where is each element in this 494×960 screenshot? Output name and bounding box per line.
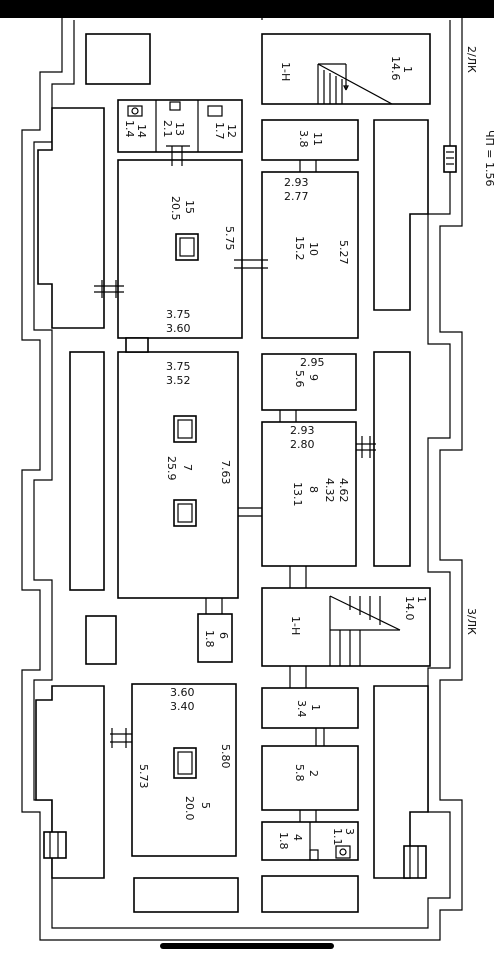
- room-7-area: 25.9: [165, 456, 178, 481]
- left-corridor-block-4: [35, 685, 105, 879]
- dim-3-40: 3.40: [170, 700, 195, 713]
- stair-mid: [261, 587, 431, 667]
- dim-7-63: 7.63: [219, 460, 232, 485]
- dim-2-93-b: 2.93: [290, 424, 315, 437]
- room-14-area: 1.4: [123, 120, 136, 138]
- room-12-number: 12: [225, 124, 238, 138]
- column-pillars: [173, 233, 199, 779]
- room-11: [261, 119, 359, 161]
- room-15-area: 20.5: [169, 196, 182, 221]
- room-9: [261, 353, 357, 411]
- room-12-area: 1.7: [213, 122, 226, 140]
- dim-4-62: 4.62: [337, 478, 350, 503]
- room-3-area: 1.1: [331, 828, 344, 846]
- stair-treads-top: [317, 63, 393, 105]
- room-5-area: 20.0: [183, 796, 196, 821]
- room-8-number: 8: [307, 486, 320, 493]
- room-3-number: 3: [343, 828, 356, 835]
- room-4-number: 4: [291, 834, 304, 841]
- room-9-area: 5.6: [293, 370, 306, 388]
- room-4-area: 1.8: [277, 832, 290, 850]
- dim-3-60-b: 3.60: [170, 686, 195, 699]
- room-1-mid-number: 1: [415, 596, 428, 603]
- right-block-3: [373, 685, 429, 879]
- dim-5-75: 5.75: [223, 226, 236, 251]
- room-11-area: 3.8: [297, 130, 310, 148]
- room-14-number: 14: [135, 124, 148, 138]
- axis-2-lk: 2/ЛК: [465, 46, 478, 73]
- dim-2-95: 2.95: [300, 356, 325, 369]
- labels: 2/ЛК ЧП = 1.56 3/ЛК 1-Н 1 14.6 14 1.4 13…: [123, 46, 494, 850]
- dim-2-80: 2.80: [290, 438, 315, 451]
- left-corridor-block-1: [37, 107, 105, 329]
- room-9-number: 9: [307, 374, 320, 381]
- room-13-number: 13: [173, 122, 186, 136]
- room-11-number: 11: [311, 132, 324, 146]
- left-block-top: [85, 33, 151, 85]
- dim-2-93-a: 2.93: [284, 176, 309, 189]
- room-1-top-area: 14.6: [389, 56, 402, 81]
- room-15-number: 15: [183, 200, 196, 214]
- stair-treads-mid: [329, 595, 401, 666]
- outer-wall-outline: [21, 14, 463, 941]
- dim-5-73: 5.73: [137, 764, 150, 789]
- room-5-number: 5: [199, 802, 212, 809]
- room-10-number: 10: [307, 242, 320, 256]
- left-block-2: [69, 351, 105, 591]
- toilet-fixtures: [127, 101, 351, 861]
- room-2-number: 2: [307, 770, 320, 777]
- room-10-area: 15.2: [293, 236, 306, 261]
- room-1-low: [261, 687, 359, 729]
- right-block-1: [373, 119, 429, 311]
- room-6: [197, 613, 233, 663]
- dim-2-77: 2.77: [284, 190, 309, 203]
- room-10: [261, 171, 359, 339]
- dim-5-27: 5.27: [337, 240, 350, 265]
- room-13-area: 2.1: [161, 120, 174, 138]
- stair-mid-label: 1-Н: [289, 616, 302, 635]
- room-1-mid-area: 14.0: [403, 596, 416, 621]
- left-block-3: [85, 615, 117, 665]
- windows: [43, 145, 457, 879]
- room-6-number: 6: [217, 632, 230, 639]
- room-1-low-area: 3.4: [295, 700, 308, 718]
- stair-top-label: 1-Н: [279, 62, 292, 81]
- home-indicator[interactable]: [160, 943, 334, 949]
- axis-3-lk: 3/ЛК: [465, 608, 478, 635]
- right-block-bottom: [261, 875, 359, 913]
- room-2-area: 5.8: [293, 764, 306, 782]
- right-block-2: [373, 351, 411, 567]
- door-openings: [94, 145, 376, 822]
- dim-4-32: 4.32: [323, 478, 336, 503]
- dim-3-52: 3.52: [166, 374, 191, 387]
- dim-5-80: 5.80: [219, 744, 232, 769]
- dim-3-60-a: 3.60: [166, 322, 191, 335]
- left-block-bottom: [133, 877, 239, 913]
- room-1-low-number: 1: [309, 704, 322, 711]
- room-7-number: 7: [181, 464, 194, 471]
- room-8-area: 13.1: [291, 482, 304, 507]
- axis-top-right-partial: ЧП = 1.56: [483, 130, 494, 187]
- room-6-area: 1.8: [203, 630, 216, 648]
- dim-3-75-b: 3.75: [166, 360, 191, 373]
- inner-wall-outline: [33, 20, 451, 929]
- room-7: [117, 351, 239, 599]
- dim-3-75-a: 3.75: [166, 308, 191, 321]
- room-8: [261, 421, 357, 567]
- room-1-top-number: 1: [401, 66, 414, 73]
- room-2: [261, 745, 359, 811]
